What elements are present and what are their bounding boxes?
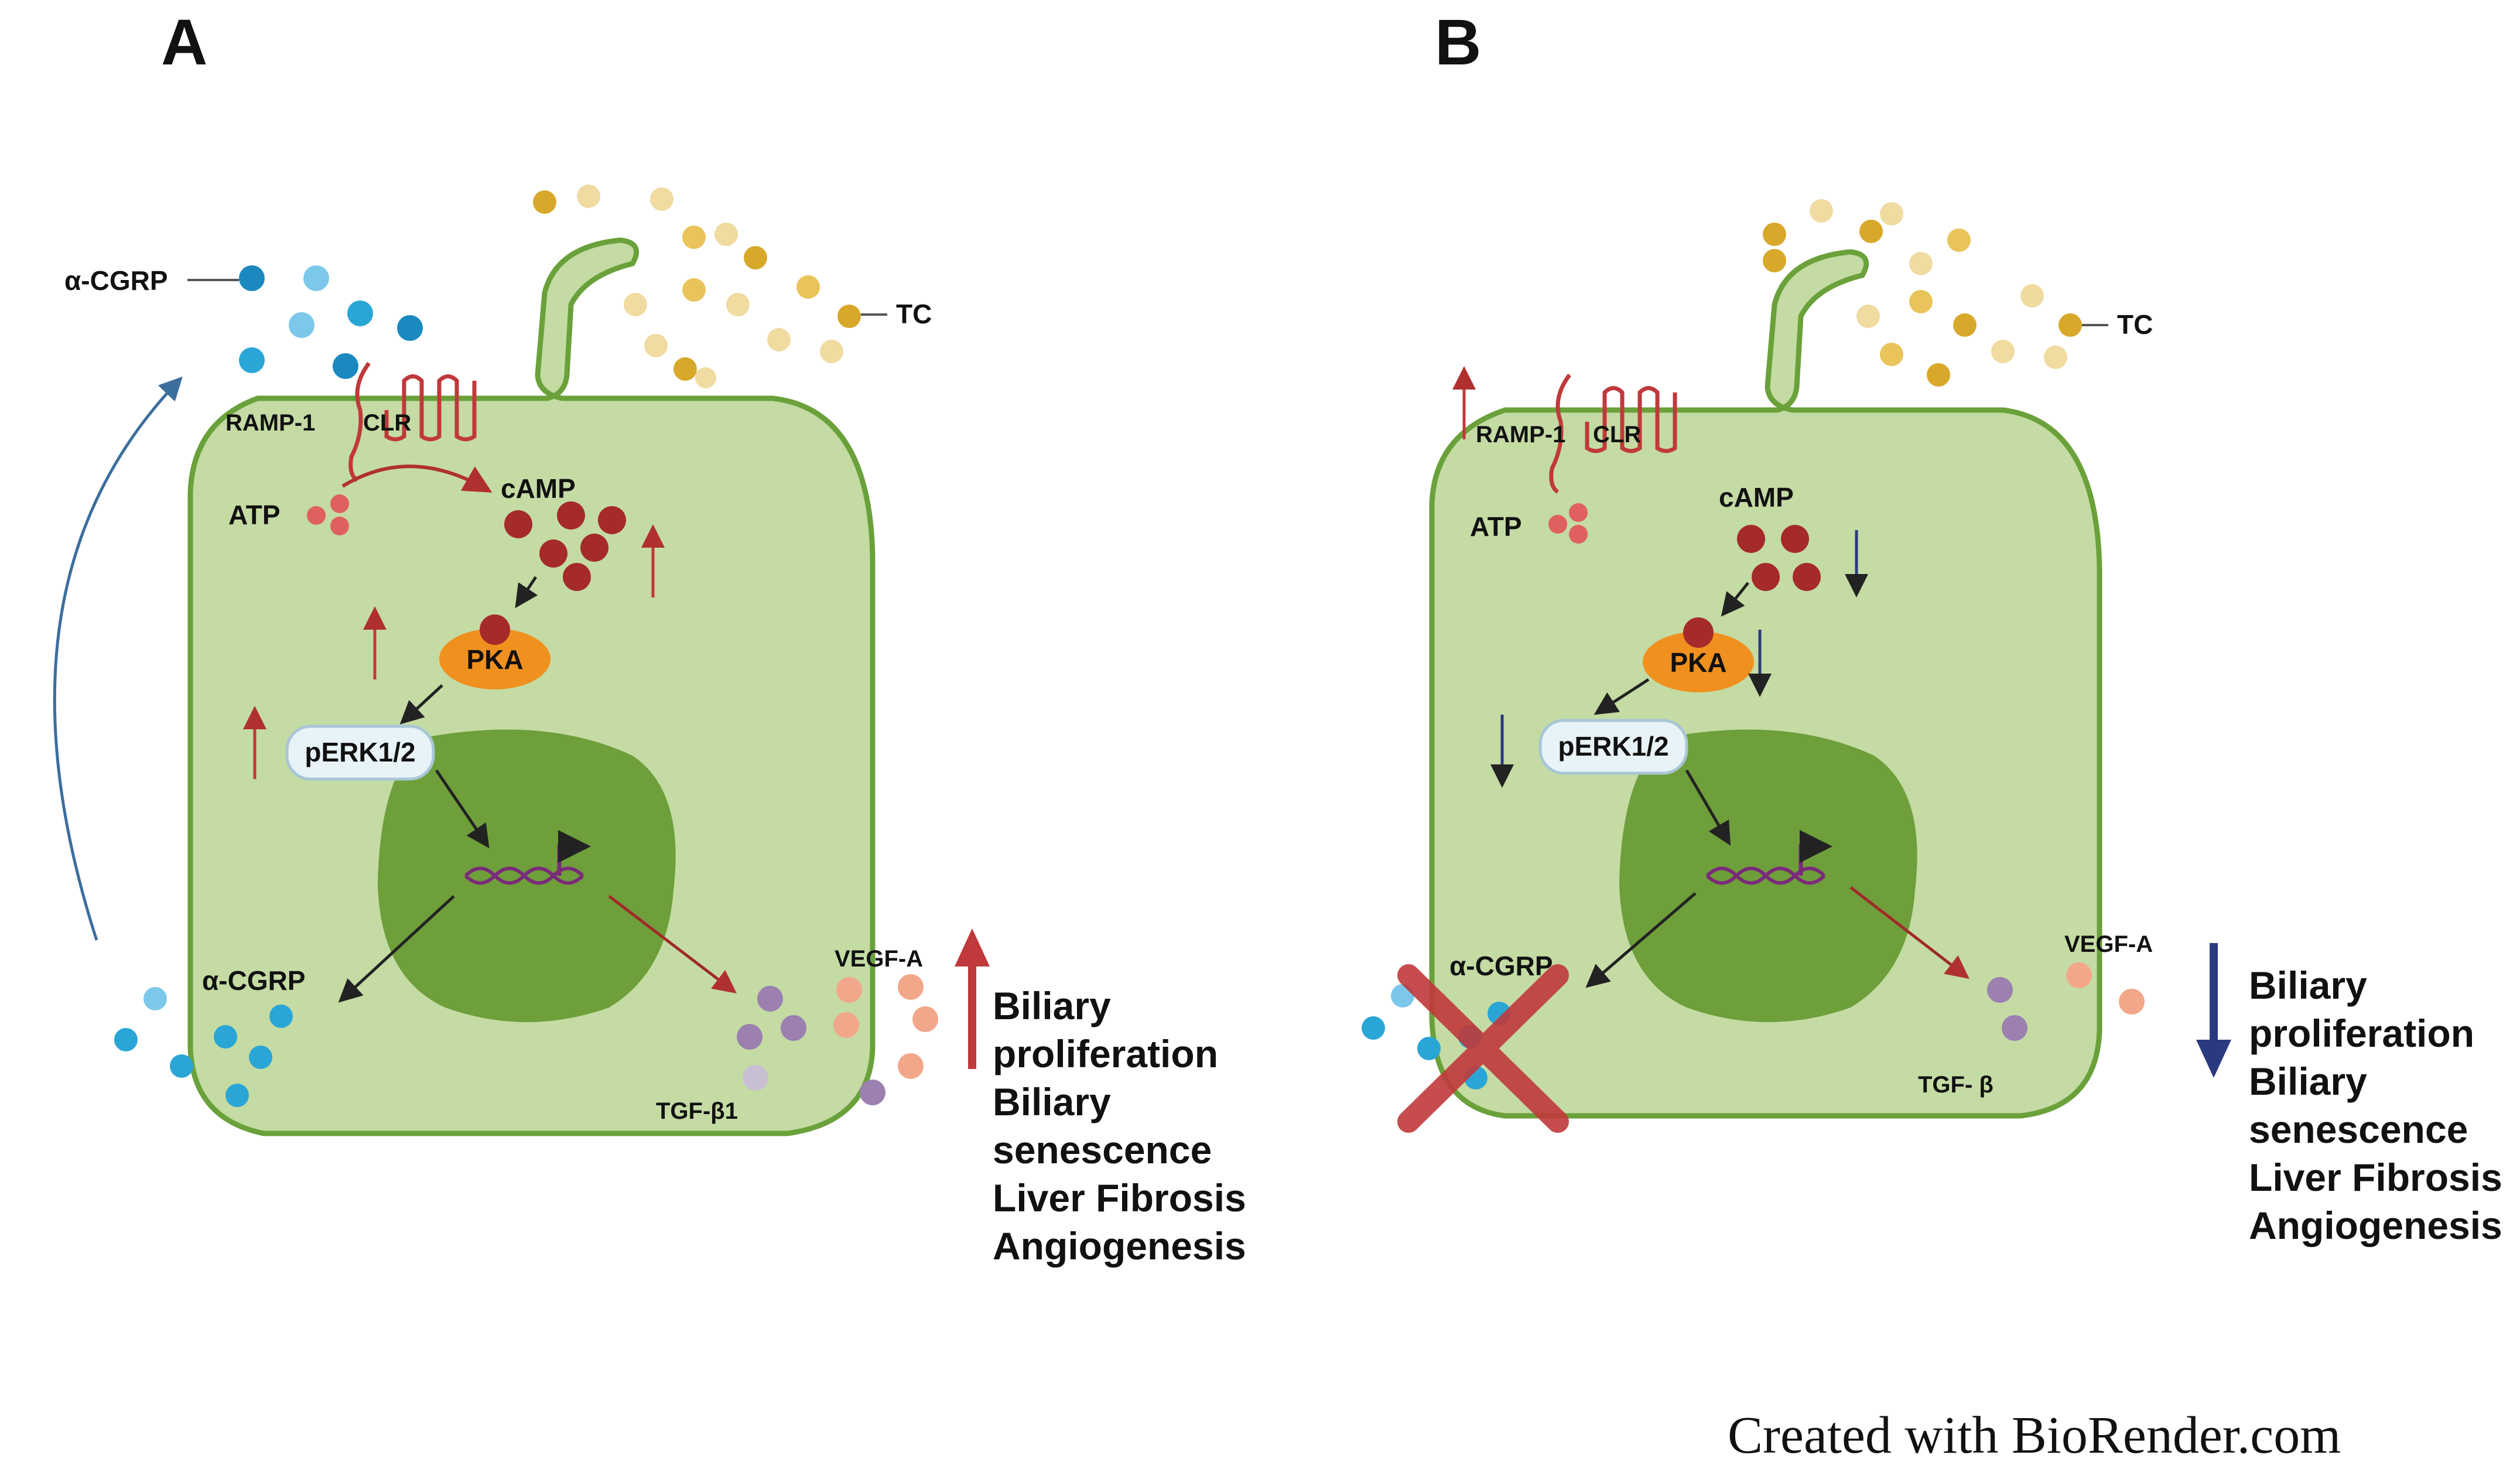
panel-a-up-arrows [243,524,665,779]
panel-a: A TC α-CGRP [53,6,1246,1268]
panel-a-atp-label: ATP [228,500,281,530]
panel-a-tc-dots [533,185,861,388]
panel-a-cgrp-label: α-CGRP [64,265,168,296]
panel-a-perk-box [285,725,435,781]
panel-a-tgf-label: TGF-β1 [656,1098,738,1124]
panel-a-big-up-arrow [955,928,990,1069]
panel-a-clr-label: CLR [363,410,411,436]
panel-b-effect-1: Biliary [2249,964,2367,1007]
panel-a-tgf-dots [737,986,885,1105]
panel-b: B TC RAMP-1 CLR ATP cAMP [1362,6,2502,1247]
panel-a-feedback-arrow [53,376,183,941]
panel-b-effect-4: senescence [2249,1108,2468,1151]
panel-b-perk-label: pERK1/2 [1558,731,1668,761]
panel-b-vegf-dots [2066,962,2145,1015]
panel-a-vegf-dots [833,974,938,1079]
panel-b-atp-dots [1548,503,1588,544]
panel-b-block-cross [1397,964,1569,1133]
panel-b-tc-label: TC [2117,309,2153,340]
panel-a-camp-dots [504,501,626,591]
panel-b-pka-label: PKA [1670,647,1726,678]
panel-a-effect-6: Angiogenesis [993,1224,1246,1268]
panel-b-letter: B [1435,6,1481,78]
panel-a-camp-label: cAMP [501,473,576,504]
panel-b-effects: Biliary proliferation Biliary senescence… [2249,964,2502,1247]
panel-b-effect-3: Biliary [2249,1060,2367,1103]
panel-a-pka-label: PKA [466,644,523,675]
panel-b-tc-dots [1763,199,2082,387]
panel-a-cgrp-dots [239,265,423,379]
panel-a-effect-5: Liver Fibrosis [993,1176,1246,1220]
panel-b-pka [1643,631,1754,692]
panel-b-effect-5: Liver Fibrosis [2249,1156,2502,1199]
panel-a-effect-2: proliferation [993,1032,1218,1075]
panel-a-effect-3: Biliary [993,1080,1111,1123]
panel-b-effect-6: Angiogenesis [2249,1204,2502,1247]
panel-a-secreted-cgrp-label: α-CGRP [202,965,306,996]
panel-b-camp-label: cAMP [1719,482,1794,513]
panel-b-effect-2: proliferation [2249,1012,2474,1055]
panel-a-vegf-label: VEGF-A [835,946,923,972]
panel-a-perk-label: pERK1/2 [305,737,415,767]
panel-a-atp-camp-arrow [341,465,493,493]
panel-b-perk-box [1538,719,1688,775]
panel-a-effects: Biliary proliferation Biliary senescence… [993,984,1246,1268]
credit-text: Created with BioRender.com [1728,1406,2341,1464]
panel-b-vegf-label: VEGF-A [2064,931,2153,957]
panel-a-atp-dots [307,494,349,535]
panel-b-clr-label: CLR [1593,422,1641,448]
panel-b-ramp-label: RAMP-1 [1476,422,1565,448]
panel-b-secreted-cgrp-label: α-CGRP [1449,951,1553,981]
panel-a-tc-label: TC [896,299,932,329]
panel-b-tgf-label: TGF- β [1918,1072,1994,1098]
panel-a-ramp-label: RAMP-1 [225,410,315,436]
panel-a-effect-1: Biliary [993,984,1111,1027]
panel-b-receptor [1549,373,1677,494]
panel-a-cell [187,237,876,1136]
panel-a-pka [439,629,550,689]
panel-a-letter: A [161,6,207,78]
panel-a-secreted-cgrp-dots [114,987,293,1107]
panel-a-effect-4: senescence [993,1128,1212,1172]
panel-b-tgf-dots [1987,977,2027,1041]
panel-b-camp-dots [1737,525,1821,591]
panel-b-atp-label: ATP [1470,511,1522,542]
panel-b-big-down-arrow [2196,943,2231,1078]
panel-a-receptor [348,361,477,482]
